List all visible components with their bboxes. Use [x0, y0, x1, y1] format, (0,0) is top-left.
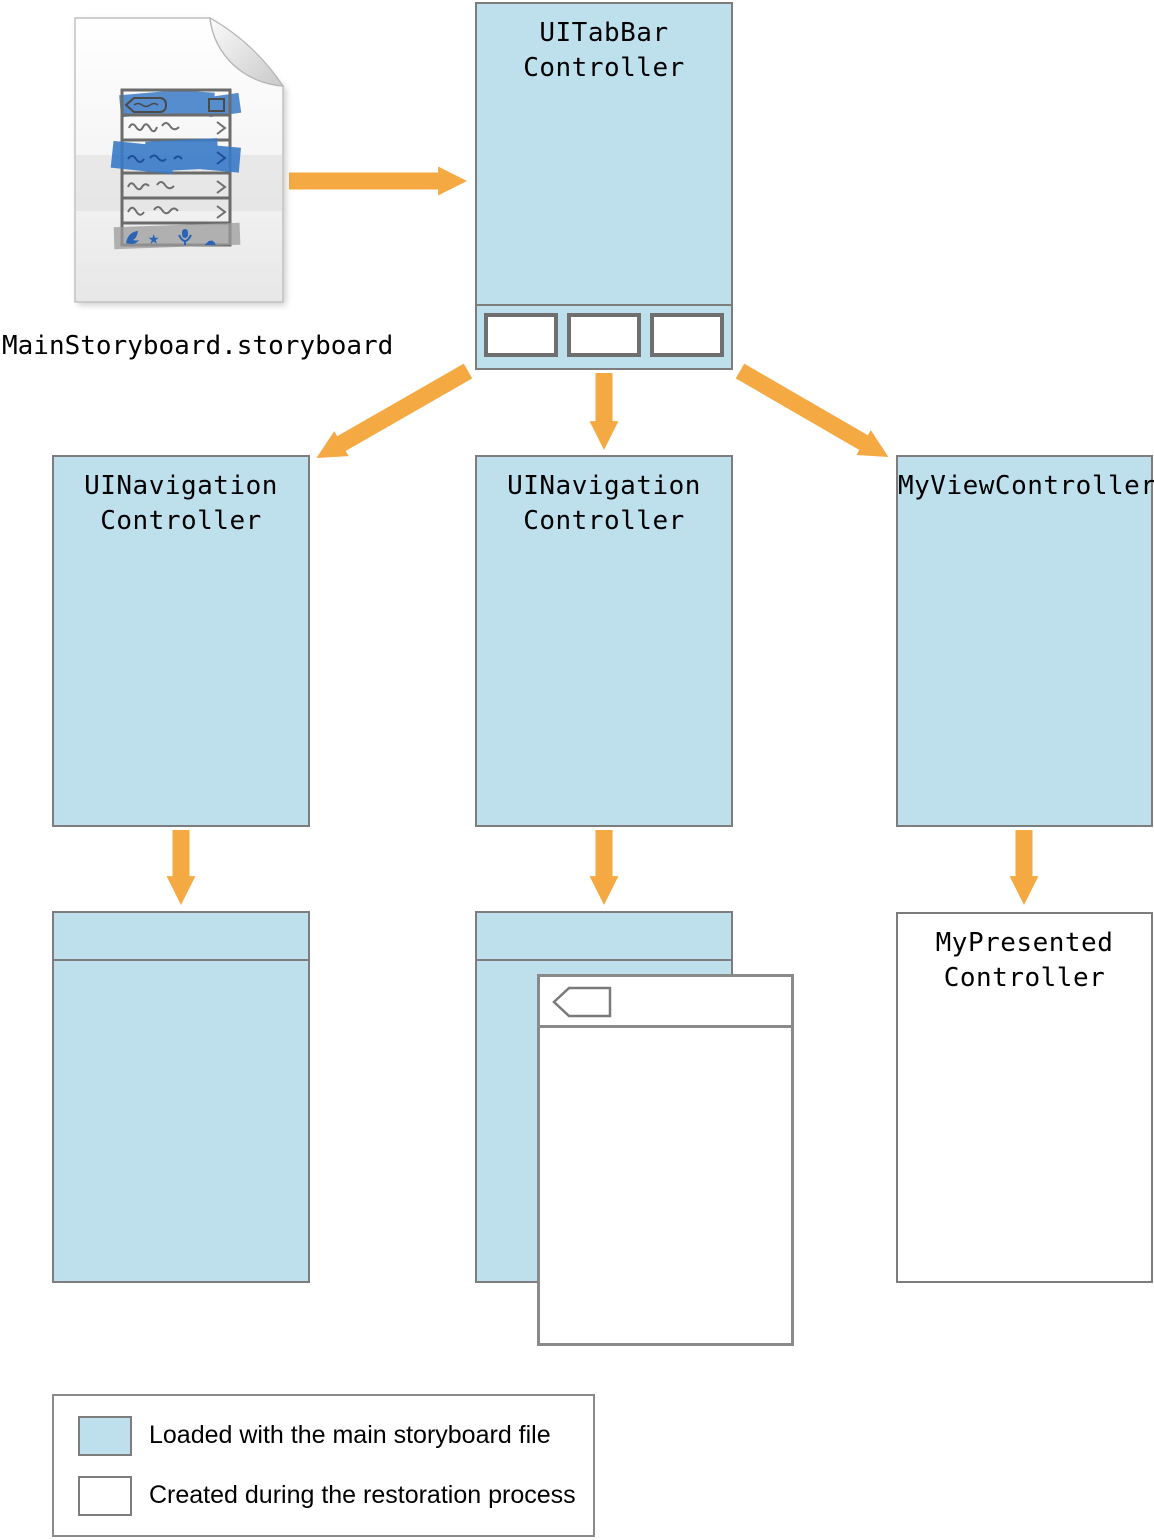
- arrow-tabbar-to-myview: [735, 363, 889, 458]
- nav-bar-header: [54, 913, 308, 961]
- sketch-cloud-icon: ☁: [204, 226, 216, 250]
- sketch-camera-icon: [208, 98, 225, 112]
- legend-label-restored: Created during the restoration process: [149, 1481, 576, 1509]
- legend-item-restored: Created during the restoration process: [54, 1475, 593, 1516]
- tab-bar-item: [650, 313, 724, 357]
- sketch-back-button-icon: [124, 97, 167, 113]
- sketch-star-icon: ★: [148, 227, 159, 249]
- mypresented-controller-label: MyPresented Controller: [935, 928, 1114, 993]
- sketch-tab-bar: ★ ☁: [113, 222, 241, 250]
- sketch-highlighted-row: [110, 138, 241, 175]
- uitabbar-controller-node: UITabBar Controller: [475, 2, 733, 370]
- legend-label-storyboard: Loaded with the main storyboard file: [149, 1421, 551, 1449]
- legend-item-storyboard: Loaded with the main storyboard file: [54, 1415, 593, 1456]
- sketch-bird-icon: [126, 231, 139, 244]
- mypresented-controller-node: MyPresented Controller: [896, 912, 1153, 1283]
- sketch-mic-icon: [178, 229, 192, 245]
- myviewcontroller-label: MyViewController: [898, 471, 1154, 501]
- file-fold: [209, 16, 285, 87]
- uinavigation-controller-left-node: UINavigation Controller: [52, 455, 310, 827]
- storyboard-file-icon: ★ ☁: [74, 16, 286, 305]
- legend-swatch-storyboard: [78, 1415, 132, 1456]
- nav-bar-header: [477, 913, 731, 961]
- uinavigation-controller-left-label: UINavigation Controller: [84, 471, 278, 536]
- storyboard-file-name: MainStoryboard.storyboard: [2, 331, 394, 361]
- tab-bar-item: [567, 313, 641, 357]
- restored-detail-view-node: [537, 974, 794, 1346]
- tab-bar-strip: [477, 304, 731, 368]
- uinavigation-controller-center-label: UINavigation Controller: [507, 471, 701, 536]
- myviewcontroller-node: MyViewController: [896, 455, 1154, 827]
- uitabbar-controller-label: UITabBar Controller: [523, 18, 685, 83]
- uinavigation-controller-center-node: UINavigation Controller: [475, 455, 733, 827]
- back-button-icon: [552, 986, 612, 1018]
- arrow-tabbar-to-nav-left: [316, 363, 473, 458]
- tab-bar-item: [484, 313, 558, 357]
- nav-left-content-node: [52, 911, 310, 1283]
- legend: Loaded with the main storyboard file Cre…: [52, 1394, 595, 1537]
- legend-swatch-restored: [78, 1475, 132, 1516]
- storyboard-sketch: ★ ☁: [110, 88, 242, 250]
- restored-nav-bar-header: [540, 977, 791, 1028]
